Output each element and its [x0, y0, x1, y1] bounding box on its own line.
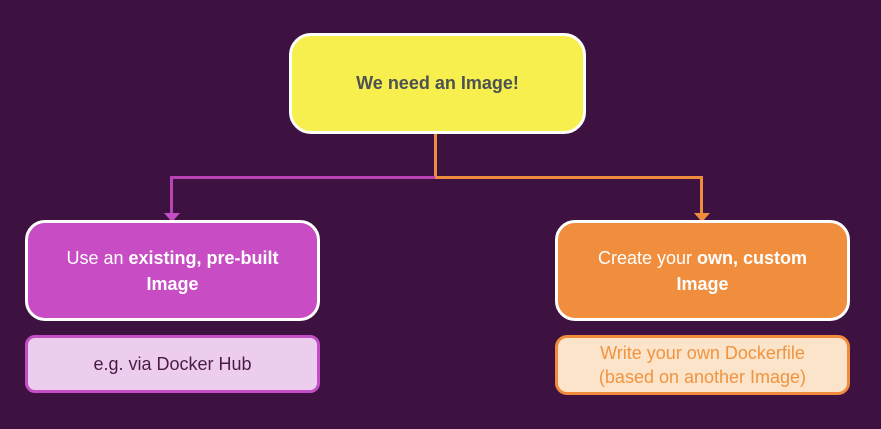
connector-horizontal-left [170, 176, 435, 179]
node-create-custom-image: Create your own, custom Image [555, 220, 850, 321]
arrowhead-down-icon [164, 213, 180, 222]
note-write-dockerfile: Write your own Dockerfile (based on anot… [555, 335, 850, 395]
connector-horizontal-right [435, 176, 703, 179]
node-root-label: We need an Image! [356, 73, 519, 93]
note-left-label: e.g. via Docker Hub [93, 354, 252, 374]
arrowhead-down-icon [694, 213, 710, 222]
node-left-label-bold: existing, pre-built Image [128, 247, 279, 294]
node-right-label: Create your own, custom Image [576, 245, 829, 297]
node-right-label-regular: Create your [597, 247, 698, 268]
note-right-line2: (based on another Image) [598, 367, 807, 387]
note-right-line1: Write your own Dockerfile [600, 343, 805, 363]
connector-stem [434, 134, 437, 179]
note-docker-hub: e.g. via Docker Hub [25, 335, 320, 393]
connector-vertical-right [700, 176, 703, 214]
node-left-label-regular: Use an [66, 247, 129, 268]
node-right-label-bold: own, custom Image [676, 247, 808, 294]
connector-vertical-left [170, 176, 173, 214]
node-left-label: Use an existing, pre-built Image [46, 245, 299, 297]
node-we-need-an-image: We need an Image! [289, 33, 586, 134]
node-use-existing-image: Use an existing, pre-built Image [25, 220, 320, 321]
